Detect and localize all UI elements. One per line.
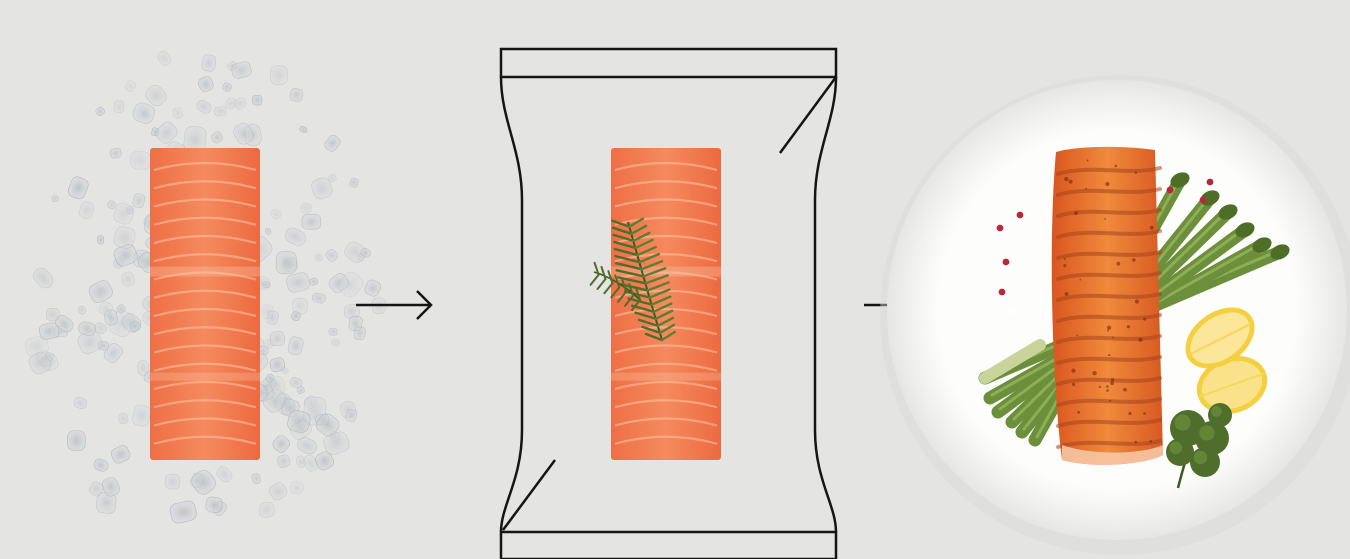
ice-cube	[97, 235, 104, 244]
ice-cube	[302, 214, 321, 230]
ice-cube	[110, 148, 122, 159]
ice-cube	[127, 206, 134, 214]
ice-cube	[328, 328, 337, 336]
ice-cube	[270, 66, 288, 85]
ice-cube	[130, 151, 152, 170]
ice-cube	[165, 474, 181, 490]
ice-cube	[276, 251, 297, 273]
ice-cube	[252, 95, 262, 105]
ice-cube	[114, 101, 124, 113]
step-plated-salmon	[880, 75, 1350, 555]
ice-cube	[259, 502, 275, 518]
ice-cube	[201, 54, 216, 72]
ice-cube	[205, 496, 223, 513]
ice-cube	[214, 106, 227, 117]
ice-cube	[68, 431, 86, 451]
raw-salmon-fillet	[150, 148, 260, 460]
ice-cube	[46, 308, 59, 321]
ice-cube	[172, 107, 183, 119]
grilled-salmon-fillet	[1052, 147, 1163, 465]
ice-cube	[118, 413, 128, 424]
ice-cube	[52, 196, 59, 202]
ice-cube	[300, 202, 312, 214]
